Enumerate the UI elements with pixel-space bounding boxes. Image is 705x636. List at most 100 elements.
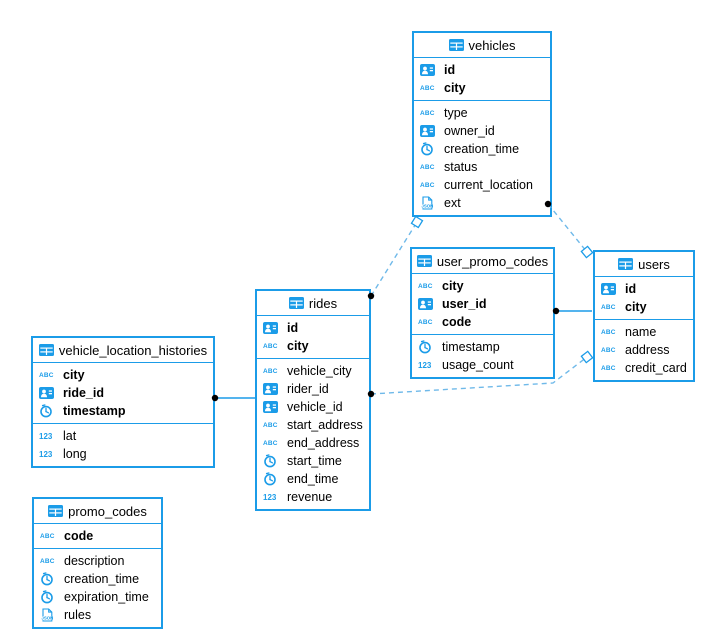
- text-abc-icon: ABC: [263, 343, 283, 350]
- table-header-rides[interactable]: rides: [257, 291, 369, 316]
- field-name: description: [64, 554, 125, 568]
- text-abc-icon: ABC: [263, 368, 283, 375]
- table-header-vehicles[interactable]: vehicles: [414, 33, 550, 58]
- field-name: credit_card: [625, 361, 687, 375]
- field-name: id: [444, 63, 456, 77]
- field-row-vehicle_id[interactable]: vehicle_id: [257, 398, 369, 416]
- field-name: start_address: [287, 418, 363, 432]
- table-header-promo_codes[interactable]: promo_codes: [34, 499, 161, 524]
- table-icon: [416, 255, 432, 267]
- field-row-start_time[interactable]: start_time: [257, 452, 369, 470]
- field-row-expiration_time[interactable]: expiration_time: [34, 588, 161, 606]
- field-row-vehicle_city[interactable]: ABC vehicle_city: [257, 362, 369, 380]
- field-name: vehicle_city: [287, 364, 352, 378]
- field-name: timestamp: [442, 340, 500, 354]
- table-icon: [38, 344, 54, 356]
- text-abc-icon: ABC: [263, 342, 278, 350]
- text-abc-icon: ABC: [601, 328, 616, 336]
- field-row-timestamp[interactable]: timestamp: [412, 338, 553, 356]
- field-name: current_location: [444, 178, 533, 192]
- field-row-user_id[interactable]: user_id: [412, 295, 553, 313]
- field-row-id[interactable]: id: [257, 319, 369, 337]
- text-abc-icon: ABC: [40, 558, 60, 565]
- field-row-id[interactable]: id: [595, 280, 693, 298]
- field-name: rider_id: [287, 382, 329, 396]
- table-header-user_promo_codes[interactable]: user_promo_codes: [412, 249, 553, 274]
- field-name: address: [625, 343, 670, 357]
- number-123-icon: 123: [418, 360, 432, 370]
- text-abc-icon: ABC: [263, 422, 283, 429]
- table-header-vehicle_location_histories[interactable]: vehicle_location_histories: [33, 338, 213, 363]
- field-row-creation_time[interactable]: creation_time: [34, 570, 161, 588]
- field-row-address[interactable]: ABC address: [595, 341, 693, 359]
- id-badge-icon: [601, 283, 621, 295]
- svg-text:JSON: JSON: [41, 616, 53, 621]
- id-badge-icon: [39, 387, 59, 399]
- table-title: rides: [308, 295, 338, 311]
- field-row-city[interactable]: ABC city: [257, 337, 369, 355]
- field-row-owner_id[interactable]: owner_id: [414, 122, 550, 140]
- text-abc-icon: ABC: [263, 421, 278, 429]
- field-row-description[interactable]: ABC description: [34, 552, 161, 570]
- field-row-id[interactable]: id: [414, 61, 550, 79]
- number-123-icon: 123: [263, 492, 277, 502]
- field-name: revenue: [287, 490, 333, 504]
- table-title: promo_codes: [68, 503, 147, 519]
- field-name: vehicle_id: [287, 400, 343, 414]
- field-row-rider_id[interactable]: rider_id: [257, 380, 369, 398]
- table-header-users[interactable]: users: [595, 252, 693, 277]
- field-name: city: [625, 300, 647, 314]
- relationship-line-rides-users[interactable]: [370, 356, 588, 395]
- id-badge-icon: [420, 125, 440, 137]
- field-name: expiration_time: [64, 590, 149, 604]
- field-row-revenue[interactable]: 123 revenue: [257, 488, 369, 506]
- timestamp-icon: [39, 404, 59, 418]
- field-name: timestamp: [63, 404, 126, 418]
- field-name: creation_time: [64, 572, 140, 586]
- table-icon: [288, 297, 304, 309]
- relationship-line-vehicles-users[interactable]: [547, 203, 588, 253]
- text-abc-icon: ABC: [601, 347, 621, 354]
- field-row-creation_time[interactable]: creation_time: [414, 140, 550, 158]
- text-abc-icon: ABC: [418, 282, 433, 290]
- relationship-line-rides-vehicles[interactable]: [370, 221, 418, 297]
- field-row-timestamp[interactable]: timestamp: [33, 402, 213, 420]
- field-name: ext: [444, 196, 461, 210]
- field-row-start_address[interactable]: ABC start_address: [257, 416, 369, 434]
- text-abc-icon: ABC: [420, 84, 435, 92]
- timestamp-icon: [40, 590, 60, 604]
- field-row-end_time[interactable]: end_time: [257, 470, 369, 488]
- table-icon: [618, 258, 634, 270]
- field-row-ride_id[interactable]: ride_id: [33, 384, 213, 402]
- timestamp-icon: [263, 454, 283, 468]
- fields-section: ABC description creation_time expiration_ti…: [34, 549, 161, 627]
- field-name: city: [287, 339, 309, 353]
